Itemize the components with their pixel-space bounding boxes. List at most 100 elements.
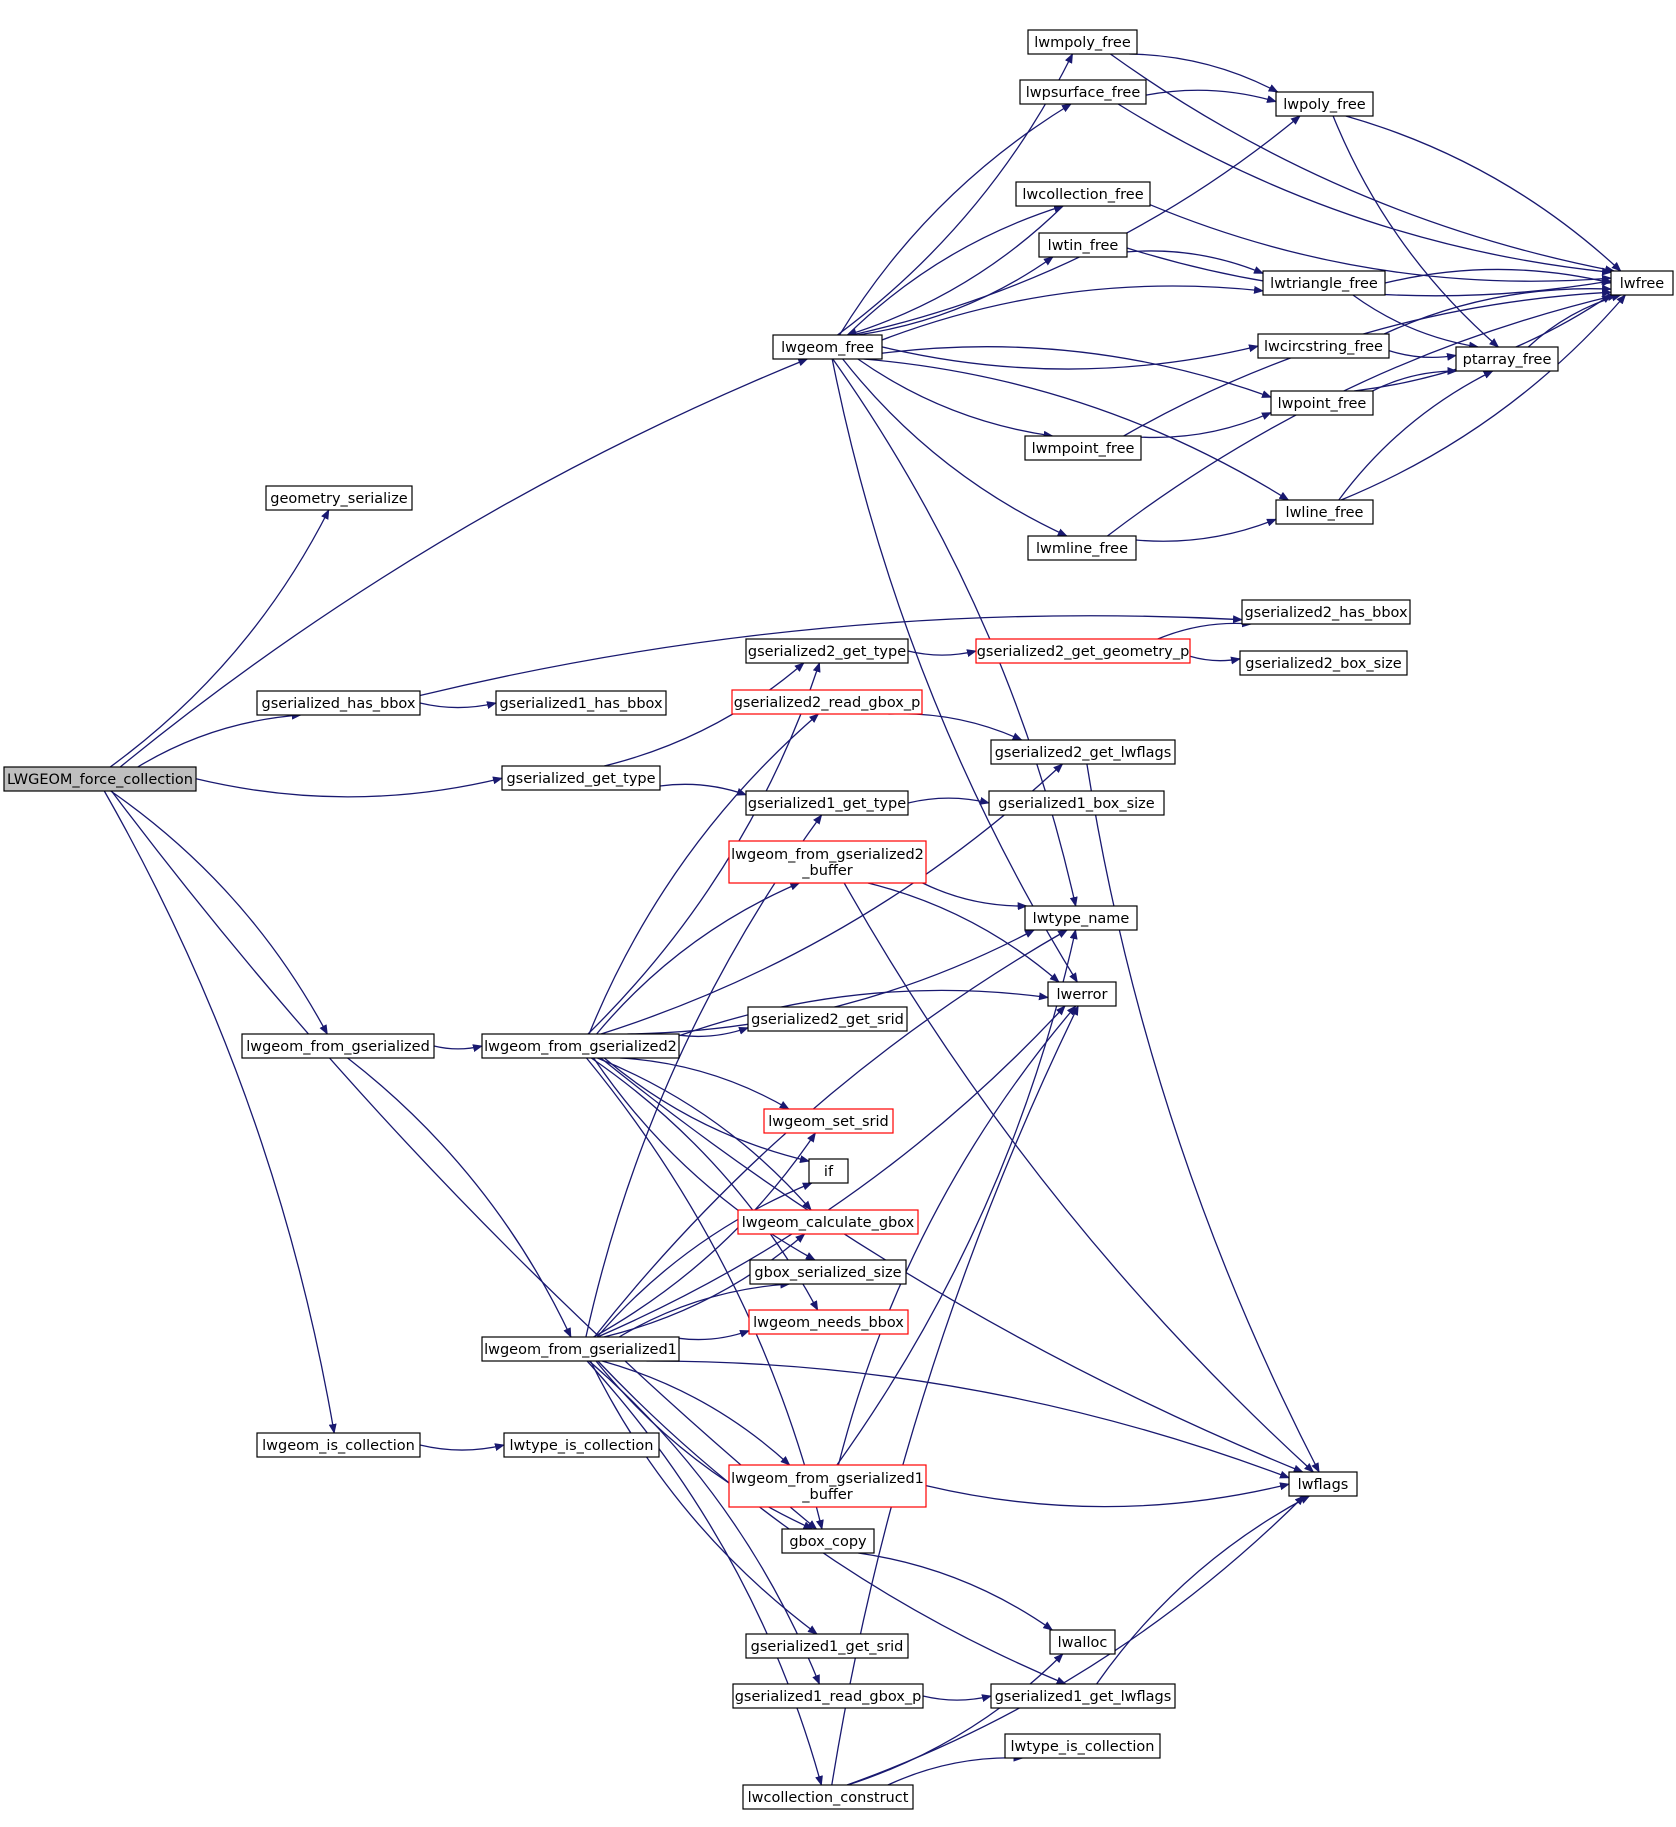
node-lwgeom_free[interactable]: lwgeom_free bbox=[772, 334, 883, 360]
node-box-lwcollection_construct[interactable] bbox=[742, 1784, 914, 1810]
node-box-gs2_has_bbox[interactable] bbox=[1241, 599, 1411, 625]
node-lwflags[interactable]: lwflags bbox=[1288, 1471, 1358, 1497]
node-lwtype_name[interactable]: lwtype_name bbox=[1024, 905, 1138, 931]
node-box-gs2_read_gbox_p[interactable] bbox=[731, 689, 923, 715]
node-box-lwtype_name[interactable] bbox=[1024, 905, 1138, 931]
node-gs_has_bbox[interactable]: gserialized_has_bbox bbox=[256, 690, 421, 716]
node-box-lfg1[interactable] bbox=[481, 1336, 680, 1362]
node-box-ptarray_free[interactable] bbox=[1455, 346, 1559, 372]
node-box-lfg1_buffer[interactable] bbox=[728, 1464, 927, 1508]
node-box-lwgeom_calculate_gbox[interactable] bbox=[737, 1209, 919, 1235]
node-gs1_read_gbox_p[interactable]: gserialized1_read_gbox_p bbox=[732, 1683, 924, 1709]
node-lfg2[interactable]: lwgeom_from_gserialized2 bbox=[481, 1033, 680, 1059]
node-box-lfg2[interactable] bbox=[481, 1033, 680, 1059]
node-box-lwfree[interactable] bbox=[1610, 270, 1674, 296]
node-box-lwerror[interactable] bbox=[1047, 981, 1117, 1007]
node-lwtriangle_free[interactable]: lwtriangle_free bbox=[1262, 270, 1386, 296]
node-lwcircstring_free[interactable]: lwcircstring_free bbox=[1257, 333, 1390, 359]
node-box-geometry_serialize[interactable] bbox=[265, 485, 413, 511]
node-ptarray_free[interactable]: ptarray_free bbox=[1455, 346, 1559, 372]
node-box-lfg2_buffer[interactable] bbox=[728, 840, 927, 884]
node-lwgeom_from_gserialized[interactable]: lwgeom_from_gserialized bbox=[241, 1033, 435, 1059]
node-gs1_box_size[interactable]: gserialized1_box_size bbox=[988, 790, 1165, 816]
node-lfg1[interactable]: lwgeom_from_gserialized1 bbox=[481, 1336, 680, 1362]
node-gs2_get_lwflags[interactable]: gserialized2_get_lwflags bbox=[990, 739, 1176, 765]
node-box-gs1_get_srid[interactable] bbox=[745, 1633, 909, 1659]
node-gbox_copy[interactable]: gbox_copy bbox=[781, 1528, 875, 1554]
node-box-gbox_serialized_size[interactable] bbox=[749, 1259, 907, 1285]
node-box-lwgeom_set_srid[interactable] bbox=[763, 1108, 894, 1134]
node-gs2_has_bbox[interactable]: gserialized2_has_bbox bbox=[1241, 599, 1411, 625]
node-box-lwgeom_is_collection[interactable] bbox=[256, 1432, 421, 1458]
node-box-lwgeom_needs_bbox[interactable] bbox=[748, 1309, 909, 1335]
node-box-root[interactable] bbox=[3, 766, 197, 792]
node-box-gs1_get_lwflags[interactable] bbox=[990, 1683, 1176, 1709]
node-lwpsurface_free[interactable]: lwpsurface_free bbox=[1019, 79, 1147, 105]
node-lfg1_buffer[interactable]: lwgeom_from_gserialized1_buffer bbox=[728, 1464, 927, 1508]
node-lwmpoly_free[interactable]: lwmpoly_free bbox=[1027, 29, 1138, 55]
node-box-gs_has_bbox[interactable] bbox=[256, 690, 421, 716]
node-lwalloc[interactable]: lwalloc bbox=[1049, 1629, 1116, 1655]
node-box-gs2_get_srid[interactable] bbox=[747, 1006, 908, 1032]
node-gs_get_type[interactable]: gserialized_get_type bbox=[501, 765, 661, 791]
node-gs1_get_lwflags[interactable]: gserialized1_get_lwflags bbox=[990, 1683, 1176, 1709]
node-box-gs2_box_size[interactable] bbox=[1239, 650, 1408, 676]
node-box-lwpsurface_free[interactable] bbox=[1019, 79, 1147, 105]
node-box-lwtype_is_collection_b[interactable] bbox=[1004, 1733, 1161, 1759]
node-gs1_has_bbox[interactable]: gserialized1_has_bbox bbox=[495, 690, 667, 716]
node-lwmpoint_free[interactable]: lwmpoint_free bbox=[1024, 435, 1142, 461]
node-box-gs1_read_gbox_p[interactable] bbox=[732, 1683, 924, 1709]
node-lwgeom_calculate_gbox[interactable]: lwgeom_calculate_gbox bbox=[737, 1209, 919, 1235]
node-box-gs1_box_size[interactable] bbox=[988, 790, 1165, 816]
node-lfg2_buffer[interactable]: lwgeom_from_gserialized2_buffer bbox=[728, 840, 927, 884]
node-lwtype_is_collection_b[interactable]: lwtype_is_collection bbox=[1004, 1733, 1161, 1759]
node-box-gs1_get_type[interactable] bbox=[745, 790, 909, 816]
node-box-gs2_get_lwflags[interactable] bbox=[990, 739, 1176, 765]
node-gs2_get_geometry_p[interactable]: gserialized2_get_geometry_p bbox=[975, 638, 1191, 664]
node-lwgeom_needs_bbox[interactable]: lwgeom_needs_bbox bbox=[748, 1309, 909, 1335]
node-gs2_get_type[interactable]: gserialized2_get_type bbox=[745, 638, 909, 664]
node-gs1_get_type[interactable]: gserialized1_get_type bbox=[745, 790, 909, 816]
node-box-lwgeom_from_gserialized[interactable] bbox=[241, 1033, 435, 1059]
node-if[interactable]: if bbox=[808, 1158, 849, 1184]
node-box-lwcollection_free[interactable] bbox=[1015, 181, 1151, 207]
node-lwpoint_free[interactable]: lwpoint_free bbox=[1270, 390, 1374, 416]
node-lwgeom_is_collection[interactable]: lwgeom_is_collection bbox=[256, 1432, 421, 1458]
node-gs2_box_size[interactable]: gserialized2_box_size bbox=[1239, 650, 1408, 676]
node-lwgeom_set_srid[interactable]: lwgeom_set_srid bbox=[763, 1108, 894, 1134]
node-box-gbox_copy[interactable] bbox=[781, 1528, 875, 1554]
node-root[interactable]: LWGEOM_force_collection bbox=[3, 766, 197, 792]
node-gs2_get_srid[interactable]: gserialized2_get_srid bbox=[747, 1006, 908, 1032]
node-gs2_read_gbox_p[interactable]: gserialized2_read_gbox_p bbox=[731, 689, 923, 715]
node-box-lwtriangle_free[interactable] bbox=[1262, 270, 1386, 296]
node-box-if[interactable] bbox=[808, 1158, 849, 1184]
node-box-lwcircstring_free[interactable] bbox=[1257, 333, 1390, 359]
node-box-lwmpoly_free[interactable] bbox=[1027, 29, 1138, 55]
node-gbox_serialized_size[interactable]: gbox_serialized_size bbox=[749, 1259, 907, 1285]
node-box-lwpoly_free[interactable] bbox=[1275, 91, 1374, 117]
node-lwpoly_free[interactable]: lwpoly_free bbox=[1275, 91, 1374, 117]
node-box-lwline_free[interactable] bbox=[1275, 499, 1374, 525]
node-lwmline_free[interactable]: lwmline_free bbox=[1027, 535, 1137, 561]
node-box-lwmline_free[interactable] bbox=[1027, 535, 1137, 561]
node-lwcollection_construct[interactable]: lwcollection_construct bbox=[742, 1784, 914, 1810]
node-box-lwmpoint_free[interactable] bbox=[1024, 435, 1142, 461]
node-gs1_get_srid[interactable]: gserialized1_get_srid bbox=[745, 1633, 909, 1659]
node-lwline_free[interactable]: lwline_free bbox=[1275, 499, 1374, 525]
node-box-gs2_get_geometry_p[interactable] bbox=[975, 638, 1191, 664]
node-box-lwpoint_free[interactable] bbox=[1270, 390, 1374, 416]
node-box-lwgeom_free[interactable] bbox=[772, 334, 883, 360]
node-box-gs1_has_bbox[interactable] bbox=[495, 690, 667, 716]
node-box-lwflags[interactable] bbox=[1288, 1471, 1358, 1497]
node-box-gs_get_type[interactable] bbox=[501, 765, 661, 791]
node-box-lwtype_is_collection_a[interactable] bbox=[503, 1432, 660, 1458]
node-lwtin_free[interactable]: lwtin_free bbox=[1038, 232, 1128, 258]
node-lwfree[interactable]: lwfree bbox=[1610, 270, 1674, 296]
node-lwtype_is_collection_a[interactable]: lwtype_is_collection bbox=[503, 1432, 660, 1458]
node-box-lwtin_free[interactable] bbox=[1038, 232, 1128, 258]
node-box-gs2_get_type[interactable] bbox=[745, 638, 909, 664]
node-lwcollection_free[interactable]: lwcollection_free bbox=[1015, 181, 1151, 207]
node-box-lwalloc[interactable] bbox=[1049, 1629, 1116, 1655]
node-geometry_serialize[interactable]: geometry_serialize bbox=[265, 485, 413, 511]
node-lwerror[interactable]: lwerror bbox=[1047, 981, 1117, 1007]
